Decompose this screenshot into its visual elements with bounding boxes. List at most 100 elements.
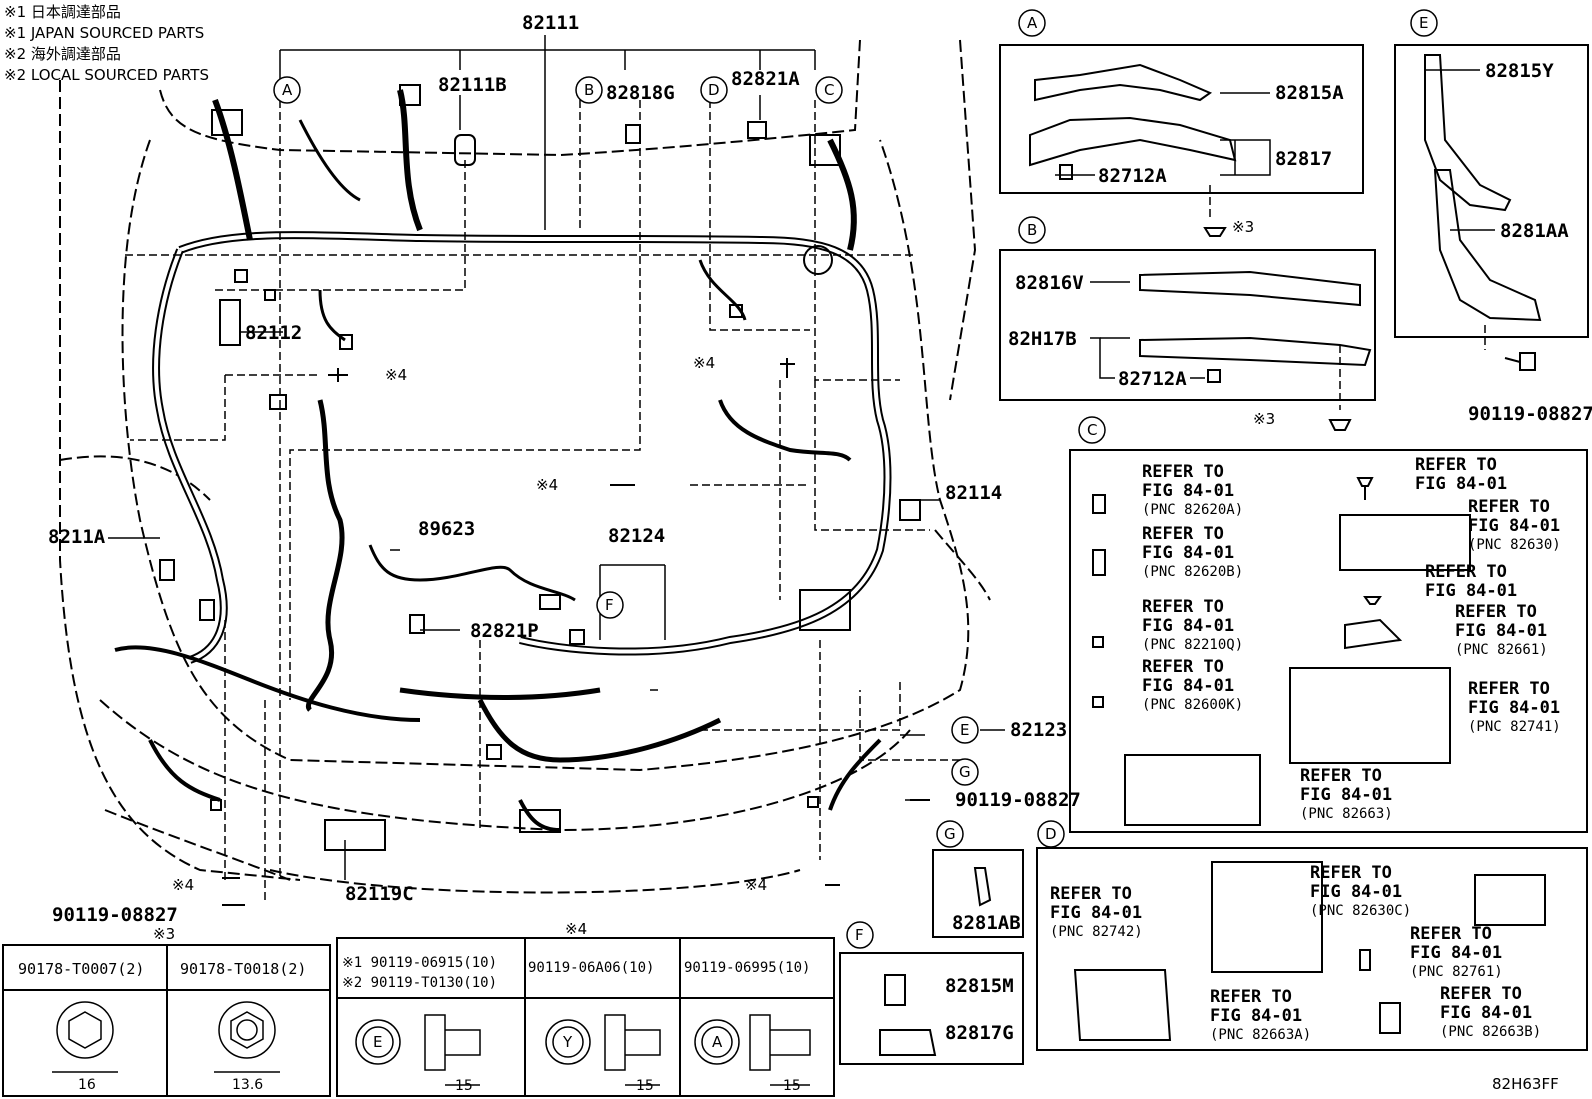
refer-d3-line1: REFER TO — [1410, 924, 1492, 944]
refer-d1: REFER TO FIG 84-01 (PNC 82742) — [1050, 885, 1143, 942]
refer-d3-pnc: (PNC 82761) — [1410, 964, 1503, 980]
refer-d1-line1: REFER TO — [1050, 884, 1132, 904]
refer-d2-line2: FIG 84-01 — [1310, 882, 1403, 902]
star4-label-5: ※4 — [745, 876, 768, 894]
refer-d5-line1: REFER TO — [1440, 984, 1522, 1004]
refer-c1-line1: REFER TO — [1142, 462, 1224, 482]
refer-c8-line1: REFER TO — [1455, 602, 1537, 622]
refer-c7: REFER TO FIG 84-01 — [1425, 563, 1517, 601]
label-82119C: 82119C — [345, 883, 414, 905]
note-line-2: ※1 JAPAN SOURCED PARTS — [4, 24, 205, 42]
refer-d1-line2: FIG 84-01 — [1050, 903, 1143, 923]
bolt-col1-header: 90178-T0007(2) — [18, 960, 145, 978]
refer-c2-pnc: (PNC 82620B) — [1142, 564, 1244, 580]
refer-c9-line2: FIG 84-01 — [1468, 698, 1561, 718]
bolt-table-frame-2 — [336, 937, 835, 1097]
callout-a-main: A — [282, 81, 293, 99]
refer-c3-line1: REFER TO — [1142, 597, 1224, 617]
label-8281AB: 8281AB — [952, 912, 1021, 934]
refer-d2-pnc: (PNC 82630C) — [1310, 903, 1412, 919]
refer-c10-pnc: (PNC 82663) — [1300, 806, 1393, 822]
body-outline — [159, 39, 861, 157]
bolt-col5-header: 90119-06995(10) — [684, 960, 811, 976]
label-82114: 82114 — [945, 482, 1003, 504]
refer-c4-line2: FIG 84-01 — [1142, 676, 1235, 696]
callout-f-main: F — [605, 596, 614, 614]
bolt-mark-y: Y — [563, 1033, 573, 1051]
star3-a: ※3 — [1232, 218, 1255, 236]
refer-c9: REFER TO FIG 84-01 (PNC 82741) — [1468, 680, 1561, 737]
panel-g-frame — [932, 849, 1024, 938]
refer-d4-line1: REFER TO — [1210, 987, 1292, 1007]
panel-e-frame — [1394, 44, 1589, 338]
star4-label-1: ※4 — [385, 366, 408, 384]
panel-b-frame — [999, 249, 1376, 401]
star4-label-4: ※4 — [172, 876, 195, 894]
refer-c1: REFER TO FIG 84-01 (PNC 82620A) — [1142, 463, 1243, 520]
refer-c10-line2: FIG 84-01 — [1300, 785, 1393, 805]
callout-b-main: B — [584, 81, 595, 99]
star3-b: ※3 — [1253, 410, 1276, 428]
refer-c10-line1: REFER TO — [1300, 766, 1382, 786]
bolt-dim2: 13.6 — [232, 1077, 264, 1093]
callout-e-panel: E — [1419, 14, 1429, 32]
refer-c3: REFER TO FIG 84-01 (PNC 82210Q) — [1142, 598, 1243, 655]
bolt-dim5: 15 — [783, 1078, 801, 1094]
callout-g-main: G — [959, 763, 971, 781]
refer-c5-line2: FIG 84-01 — [1415, 474, 1508, 494]
refer-c6-line1: REFER TO — [1468, 497, 1550, 517]
label-82815M: 82815M — [945, 975, 1014, 997]
panel-a-frame — [999, 44, 1364, 194]
refer-d5: REFER TO FIG 84-01 (PNC 82663B) — [1440, 985, 1541, 1042]
refer-d2-line1: REFER TO — [1310, 863, 1392, 883]
callout-b-panel: B — [1027, 221, 1038, 239]
refer-c3-line2: FIG 84-01 — [1142, 616, 1235, 636]
label-82821P: 82821P — [470, 620, 539, 642]
callout-g-panel: G — [944, 825, 956, 843]
refer-c10: REFER TO FIG 84-01 (PNC 82663) — [1300, 767, 1393, 824]
bolt-mark-a: A — [712, 1033, 723, 1051]
refer-c5-line1: REFER TO — [1415, 455, 1497, 475]
callout-d-panel: D — [1045, 825, 1057, 843]
label-8281AA: 8281AA — [1500, 220, 1569, 242]
refer-c5: REFER TO FIG 84-01 — [1415, 456, 1507, 494]
label-82821A: 82821A — [731, 68, 800, 90]
label-90119-08827-e: 90119-08827 — [1468, 403, 1592, 425]
refer-c6: REFER TO FIG 84-01 (PNC 82630) — [1468, 498, 1561, 555]
refer-c1-line2: FIG 84-01 — [1142, 481, 1235, 501]
label-82712A-a: 82712A — [1098, 165, 1167, 187]
panel-f-frame — [839, 952, 1024, 1065]
refer-c9-pnc: (PNC 82741) — [1468, 719, 1561, 735]
callout-c-main: C — [824, 81, 835, 99]
label-82815Y: 82815Y — [1485, 60, 1554, 82]
callout-e-main: E — [960, 721, 970, 739]
notes-block: ※1 日本調達部品 ※1 JAPAN SOURCED PARTS ※2 海外調達… — [4, 2, 209, 86]
label-82815A: 82815A — [1275, 82, 1344, 104]
refer-d4-pnc: (PNC 82663A) — [1210, 1027, 1312, 1043]
bolt-dim1: 16 — [78, 1077, 96, 1093]
note-line-1: ※1 日本調達部品 — [4, 3, 121, 21]
refer-c4-line1: REFER TO — [1142, 657, 1224, 677]
refer-c6-line2: FIG 84-01 — [1468, 516, 1561, 536]
bolt-col3-header-b: ※2 90119-T0130(10) — [342, 975, 498, 991]
label-82817G: 82817G — [945, 1022, 1014, 1044]
note-line-4: ※2 LOCAL SOURCED PARTS — [4, 66, 209, 84]
label-8211A: 8211A — [48, 526, 106, 548]
refer-c7-line1: REFER TO — [1425, 562, 1507, 582]
refer-d5-pnc: (PNC 82663B) — [1440, 1024, 1542, 1040]
bolt-dim4: 15 — [636, 1078, 654, 1094]
label-90119-08827-left: 90119-08827 — [52, 904, 178, 926]
note-line-3: ※2 海外調達部品 — [4, 45, 121, 63]
refer-c8-pnc: (PNC 82661) — [1455, 642, 1548, 658]
bolt-star4: ※4 — [565, 920, 588, 938]
refer-c2: REFER TO FIG 84-01 (PNC 82620B) — [1142, 525, 1243, 582]
label-82816V: 82816V — [1015, 272, 1084, 294]
refer-c4: REFER TO FIG 84-01 (PNC 82600K) — [1142, 658, 1243, 715]
label-89623: 89623 — [418, 518, 476, 540]
callout-c-panel: C — [1087, 421, 1098, 439]
refer-c4-pnc: (PNC 82600K) — [1142, 697, 1244, 713]
label-82111: 82111 — [522, 12, 580, 34]
label-82H17B: 82H17B — [1008, 328, 1077, 350]
refer-d4: REFER TO FIG 84-01 (PNC 82663A) — [1210, 988, 1311, 1045]
